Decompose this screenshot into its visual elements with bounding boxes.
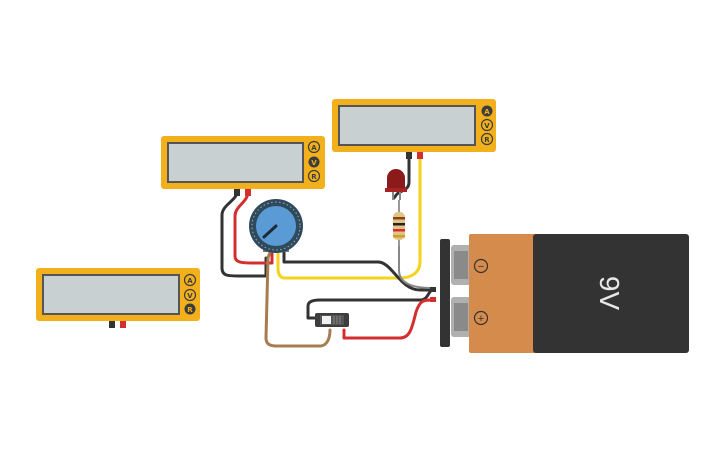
meter-left-com-probe[interactable] xyxy=(109,321,115,328)
battery-copper-body xyxy=(469,234,539,353)
meter-left-volts-button[interactable] xyxy=(183,288,197,302)
wire-red-switch-battery[interactable] xyxy=(342,298,434,340)
wire-yellow-meter-top[interactable] xyxy=(276,156,422,280)
meter-middle-screen xyxy=(167,142,304,183)
meter-middle-ohms-button[interactable] xyxy=(307,169,321,183)
wire-black-switch-battery[interactable] xyxy=(306,288,434,320)
wire-black-pot-battery[interactable] xyxy=(282,250,434,292)
meter-middle-v-probe[interactable] xyxy=(245,189,251,196)
red-led[interactable] xyxy=(385,169,407,200)
wire-resistor-lead xyxy=(398,243,433,289)
wire-black-meter-middle[interactable] xyxy=(220,190,268,278)
resistor[interactable] xyxy=(393,200,405,246)
svg-text:V: V xyxy=(484,122,490,130)
multimeter-left[interactable]: A V R xyxy=(36,268,200,328)
potentiometer[interactable] xyxy=(249,199,303,253)
meter-left-v-probe[interactable] xyxy=(120,321,126,328)
meter-left-screen xyxy=(42,274,180,315)
meter-top-v-probe[interactable] xyxy=(417,152,423,159)
battery-negative-symbol xyxy=(473,258,489,274)
svg-text:R: R xyxy=(311,173,317,181)
meter-top-buttons: A V R xyxy=(480,105,494,146)
battery-connector-snaps xyxy=(430,287,436,302)
meter-top-screen xyxy=(338,105,476,146)
svg-text:V: V xyxy=(311,159,317,167)
svg-text:A: A xyxy=(484,108,490,116)
svg-text:A: A xyxy=(187,277,193,285)
meter-middle-amps-button[interactable] xyxy=(307,140,321,154)
battery-black-body xyxy=(533,234,689,353)
battery-terminal-bar xyxy=(440,239,450,347)
meter-top-amps-button[interactable] xyxy=(481,105,493,117)
meter-top-com-probe[interactable] xyxy=(406,152,412,159)
meter-top-volts-button[interactable] xyxy=(480,118,494,132)
meter-left-ohms-button[interactable] xyxy=(184,303,196,315)
svg-text:−: − xyxy=(478,261,484,273)
meter-left-buttons: A V R xyxy=(183,273,197,315)
meter-left-amps-button[interactable] xyxy=(183,273,197,287)
svg-text:R: R xyxy=(484,136,490,144)
slide-switch-toggle[interactable] xyxy=(322,316,331,324)
meter-middle-volts-button[interactable] xyxy=(308,156,320,168)
multimeter-top[interactable]: A V R xyxy=(332,99,496,159)
svg-text:V: V xyxy=(187,292,193,300)
meter-middle-com-probe[interactable] xyxy=(234,189,240,196)
battery-voltage-label: 9V xyxy=(594,276,625,311)
battery-positive-symbol xyxy=(473,310,489,326)
svg-text:R: R xyxy=(187,306,193,314)
meter-top-ohms-button[interactable] xyxy=(480,132,494,146)
wire-red-meter-middle[interactable] xyxy=(233,190,274,265)
battery-9v[interactable]: − + 9V xyxy=(440,234,689,353)
meter-middle-buttons: A V R xyxy=(307,140,321,183)
svg-text:+: + xyxy=(478,313,484,325)
slide-switch[interactable] xyxy=(315,313,349,327)
potentiometer-indicator xyxy=(262,224,278,239)
multimeter-middle[interactable]: A V R xyxy=(161,136,325,196)
svg-text:A: A xyxy=(311,144,317,152)
wire-brown-pot-switch[interactable] xyxy=(264,250,332,348)
